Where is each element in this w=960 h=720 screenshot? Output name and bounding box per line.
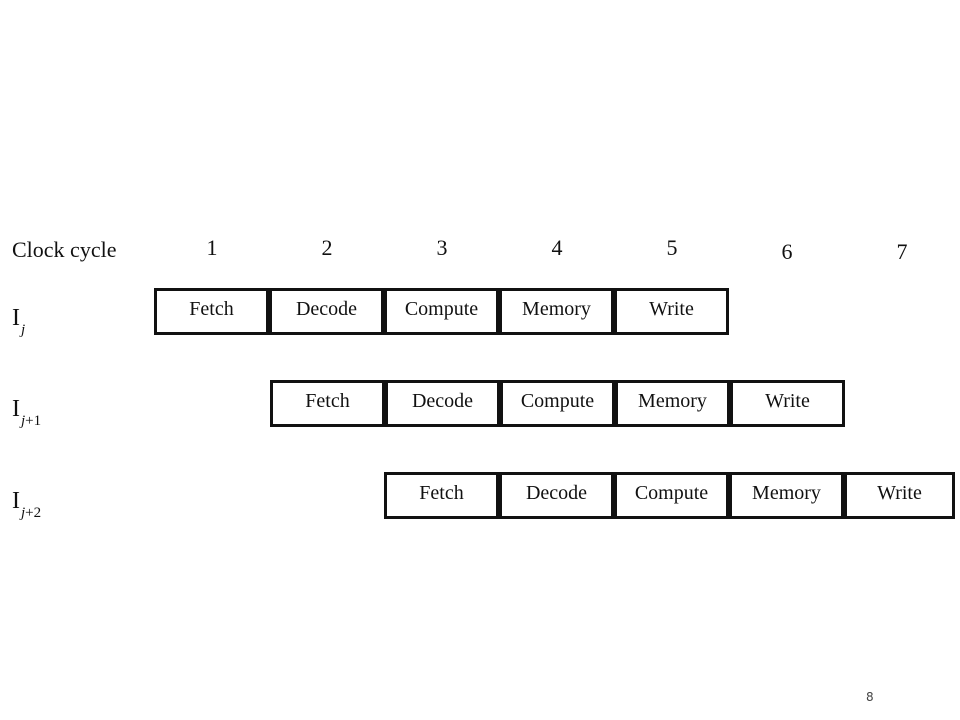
stage-fetch: Fetch (270, 380, 385, 427)
stage-decode: Decode (269, 288, 384, 335)
stage-memory: Memory (615, 380, 730, 427)
stage-compute: Compute (614, 472, 729, 519)
page-number: 8 (866, 690, 874, 704)
stage-write: Write (730, 380, 845, 427)
instruction-stage-row: Fetch Decode Compute Memory Write (270, 380, 845, 427)
stage-memory: Memory (729, 472, 844, 519)
cycle-number: 1 (206, 235, 218, 260)
instruction-label: Ij (12, 305, 26, 338)
cycle-number: 2 (321, 235, 333, 260)
stage-fetch: Fetch (154, 288, 269, 335)
cycle-number: 4 (551, 235, 563, 260)
instruction-label: Ij+1 (12, 396, 42, 429)
cycle-number: 6 (781, 239, 793, 264)
clock-cycle-label: Clock cycle (12, 237, 117, 262)
stage-decode: Decode (499, 472, 614, 519)
stage-decode: Decode (385, 380, 500, 427)
cycle-number: 5 (666, 235, 678, 260)
stage-write: Write (844, 472, 955, 519)
stage-write: Write (614, 288, 729, 335)
cycle-number: 7 (896, 239, 908, 264)
instruction-label: Ij+2 (12, 488, 42, 521)
stage-memory: Memory (499, 288, 614, 335)
instruction-stage-row: Fetch Decode Compute Memory Write (154, 288, 729, 335)
stage-compute: Compute (384, 288, 499, 335)
stage-compute: Compute (500, 380, 615, 427)
stage-fetch: Fetch (384, 472, 499, 519)
instruction-stage-row: Fetch Decode Compute Memory Write (384, 472, 955, 519)
cycle-number: 3 (436, 235, 448, 260)
